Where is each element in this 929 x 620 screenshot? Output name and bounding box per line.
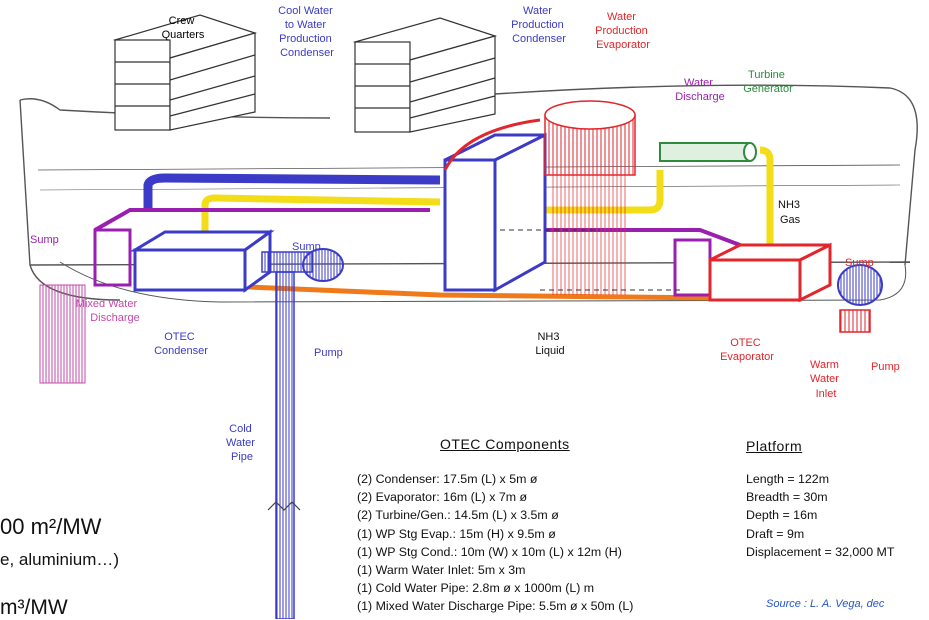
- crew-quarters-building: [112, 14, 258, 131]
- label-turbine-generator: Turbine Generator: [743, 69, 793, 95]
- component-item: (2) Turbine/Gen.: 14.5m (L) x 3.5m ø: [357, 508, 559, 523]
- label-wp-condenser: Water Production Condenser: [511, 5, 567, 45]
- label-warm-water-inlet: Warm Water Inlet: [810, 359, 842, 400]
- wp-condenser-box: [443, 132, 547, 293]
- label-otec-condenser: OTEC Condenser: [154, 331, 208, 357]
- cool-water-pipe: [143, 173, 441, 210]
- component-item: (1) WP Stg Cond.: 10m (W) x 10m (L) x 12…: [357, 544, 622, 559]
- cold-water-pipe: [275, 271, 295, 619]
- label-crew-quarters: Crew Quarters: [162, 15, 205, 41]
- label-cold-water-pipe: Cold Water Pipe: [226, 423, 258, 463]
- slide-text-line3: m³/MW: [0, 596, 68, 619]
- label-water-discharge: Water Discharge: [675, 77, 725, 103]
- slide-text-line2: e, aluminium…): [0, 550, 120, 569]
- label-sump-left: Sump: [30, 234, 59, 246]
- label-nh3-liquid: NH3 Liquid: [535, 331, 564, 357]
- platform-item: Length = 122m: [746, 472, 830, 486]
- component-item: (2) Condenser: 17.5m (L) x 5m ø: [357, 472, 538, 486]
- component-item: (2) Evaporator: 16m (L) x 7m ø: [357, 490, 528, 505]
- label-pump-right: Pump: [871, 361, 900, 373]
- water-production-building: [352, 17, 498, 133]
- left-pump: [261, 248, 344, 282]
- slide-text-line1: 00 m²/MW: [0, 514, 102, 539]
- nh3-gas-pipe: [201, 146, 774, 255]
- turbine-generator: [659, 142, 757, 162]
- source-credit: Source : L. A. Vega, dec: [766, 598, 885, 610]
- component-item: (1) Mixed Water Discharge Pipe: 5.5m ø x…: [357, 599, 634, 614]
- otec-components-list: (2) Condenser: 17.5m (L) x 5m ø (2) Evap…: [357, 470, 633, 616]
- otec-components-title: OTEC Components: [440, 436, 570, 452]
- component-item: (1) WP Stg Evap.: 15m (H) x 9.5m ø: [357, 526, 556, 541]
- platform-item: Displacement = 32,000 MT: [746, 544, 895, 559]
- label-sump-mid: Sump: [292, 241, 321, 253]
- red-arch: [443, 118, 541, 171]
- label-mixed-water: Mixed Water Discharge: [76, 298, 140, 324]
- label-wp-evaporator: Water Production Evaporator: [595, 11, 651, 51]
- label-nh3-gas: NH3 Gas: [778, 199, 803, 226]
- otec-evaporator: [708, 242, 832, 303]
- sump-right: [673, 238, 712, 297]
- right-pump: [837, 264, 883, 333]
- mixed-water-discharge-pipe: [39, 284, 86, 384]
- label-pump-left: Pump: [314, 347, 343, 359]
- wp-evaporator: [544, 100, 636, 295]
- component-item: (1) Cold Water Pipe: 2.8m ø x 1000m (L) …: [357, 581, 595, 596]
- platform-title: Platform: [746, 438, 803, 454]
- platform-item: Breadth = 30m: [746, 490, 828, 505]
- label-sump-right: Sump: [845, 257, 874, 269]
- otec-condenser: [129, 229, 275, 293]
- platform-item: Depth = 16m: [746, 508, 818, 523]
- sump-left: [93, 228, 132, 287]
- platform-item: Draft = 9m: [746, 526, 805, 541]
- component-item: (1) Warm Water Inlet: 5m x 3m: [357, 562, 526, 577]
- label-otec-evaporator: OTEC Evaporator: [720, 337, 774, 363]
- platform-list: Length = 122m Breadth = 30m Depth = 16m …: [746, 470, 894, 561]
- label-cool-water: Cool Water to Water Production Condenser: [278, 5, 336, 59]
